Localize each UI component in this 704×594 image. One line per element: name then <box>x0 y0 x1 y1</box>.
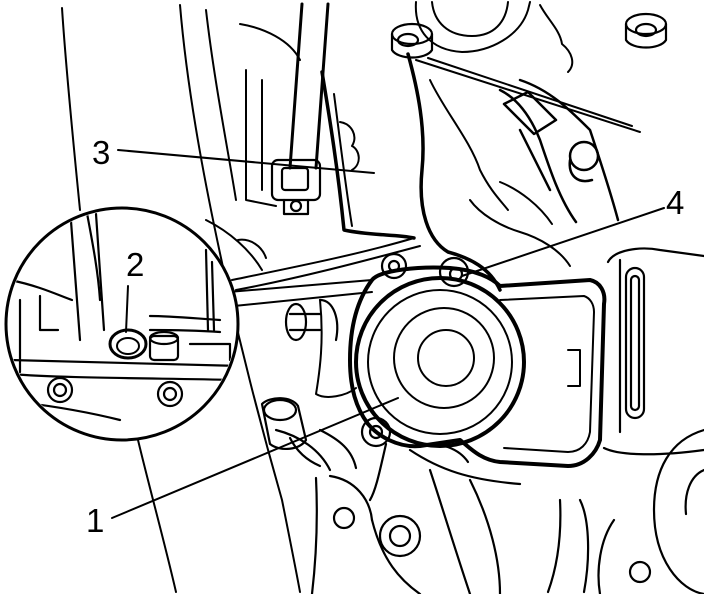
sensor-wire-2 <box>429 79 509 211</box>
bolt-flange-bottom <box>360 416 392 448</box>
sensor-wire <box>406 52 502 292</box>
callout-label-3: 3 <box>92 134 110 171</box>
wire-diagonal-2 <box>235 245 421 291</box>
lower-casting <box>310 442 522 594</box>
leader-line-3 <box>117 149 375 174</box>
inset-bolt-right <box>156 380 184 408</box>
housing-right <box>546 247 704 594</box>
leader-line-4 <box>461 207 665 277</box>
callout-label-4: 4 <box>666 184 684 221</box>
engine-block-outline <box>61 1 574 593</box>
inset-bolt-left <box>46 376 74 404</box>
cable-clip-right <box>498 78 620 224</box>
callout-label-1: 1 <box>86 502 104 539</box>
fitting-lower-left <box>260 397 358 472</box>
bracket-inner <box>333 93 353 227</box>
sensor-flange-outline <box>348 265 607 468</box>
sensor-inner-ring <box>393 307 495 409</box>
callout-label-2: 2 <box>126 246 144 283</box>
pipe-left <box>284 298 339 342</box>
rod <box>415 59 641 133</box>
inset-pointer-top <box>227 279 373 293</box>
connector-3 <box>270 158 322 216</box>
inset-pointer-bottom <box>233 291 373 307</box>
sensor-outer-ring <box>354 276 526 448</box>
stud-top-right <box>624 12 668 49</box>
sensor-flange-inner <box>499 295 595 453</box>
upper-hose <box>288 2 330 170</box>
rod-2 <box>427 57 633 127</box>
sensor-core <box>417 329 475 387</box>
wire-diagonal <box>231 237 415 281</box>
stud-top-left <box>390 22 434 59</box>
sensor-mid-ring <box>367 289 513 435</box>
bolt-flange-top-left <box>380 252 408 280</box>
detail-inset <box>4 206 373 442</box>
leader-line-2 <box>125 285 129 333</box>
sensor-flange-notch <box>567 349 581 387</box>
bracket-outline <box>320 70 416 240</box>
o-ring-2 <box>108 328 148 360</box>
bolt-flange-top-right <box>438 256 470 288</box>
leader-line-1 <box>111 397 399 519</box>
inset-circle <box>4 206 240 442</box>
